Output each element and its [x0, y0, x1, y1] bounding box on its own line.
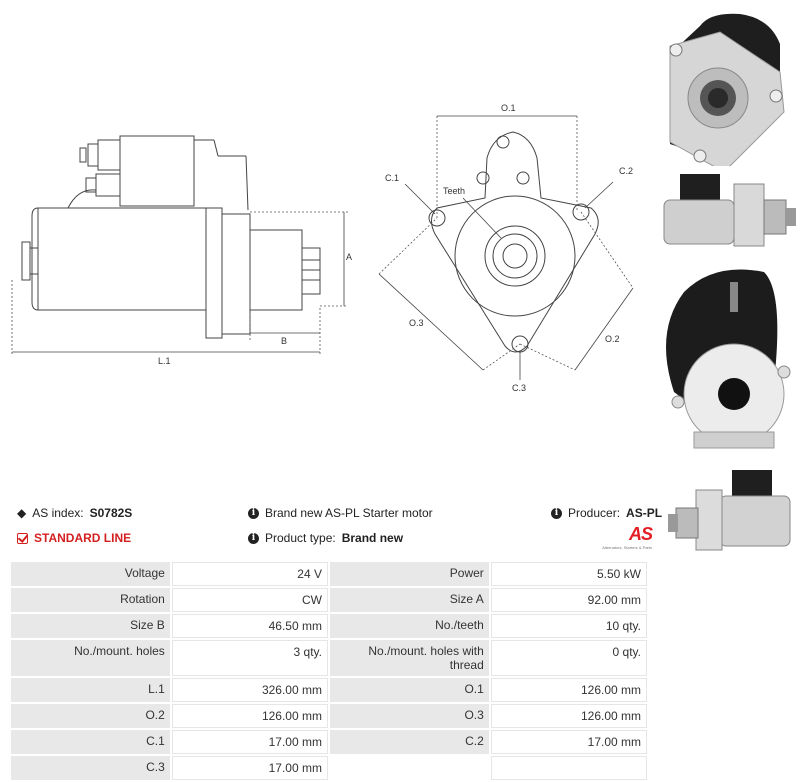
spec-value: 126.00 mm	[490, 678, 647, 702]
logo-tagline: Alternators, Starters & Parts	[602, 545, 652, 550]
label-l1: L.1	[158, 356, 171, 366]
spec-label: O.3	[329, 704, 489, 728]
producer: i Producer: AS-PL	[551, 506, 662, 520]
spec-label: L.1	[11, 678, 170, 702]
product-type-value: Brand new	[341, 531, 404, 545]
front-view-drawing: O.1 C.1 C.2 Teeth O.3 O.2 C.3	[378, 103, 634, 393]
side-view-drawing: A B L.1	[11, 135, 352, 366]
spec-label: O.1	[329, 678, 489, 702]
spec-value: 17.00 mm	[490, 730, 647, 754]
spec-value: CW	[171, 588, 328, 612]
label-c2: C.2	[619, 166, 633, 176]
spec-label: O.2	[11, 704, 170, 728]
spec-label: C.2	[329, 730, 489, 754]
product-photo-front	[669, 13, 785, 166]
spec-value: 17.00 mm	[171, 730, 328, 754]
producer-logo: AS Alternators, Starters & Parts	[590, 524, 653, 550]
spec-label: No./mount. holes with thread	[329, 640, 489, 676]
spec-value: 5.50 kW	[490, 562, 647, 586]
description: i Brand new AS-PL Starter motor	[248, 506, 433, 520]
spec-label: Size A	[329, 588, 489, 612]
label-c3: C.3	[512, 383, 526, 393]
label-o1: O.1	[501, 103, 516, 113]
spec-label: No./mount. holes	[11, 640, 170, 676]
spec-label: Size B	[11, 614, 170, 638]
label-c1: C.1	[385, 173, 399, 183]
checkbox-icon	[17, 532, 28, 544]
standard-line-badge: STANDARD LINE	[17, 531, 131, 545]
label-o3: O.3	[409, 318, 424, 328]
product-type: i Product type: Brand new	[248, 531, 403, 545]
producer-value: AS-PL	[626, 506, 663, 520]
spec-value: 126.00 mm	[171, 704, 328, 728]
spec-value: 326.00 mm	[171, 678, 328, 702]
spec-value: 3 qty.	[171, 640, 328, 676]
label-a: A	[346, 252, 352, 262]
spec-value: 126.00 mm	[490, 704, 647, 728]
spec-value	[490, 756, 647, 780]
producer-label: Producer:	[568, 506, 621, 520]
logo-text: AS	[628, 524, 653, 544]
spec-label: Rotation	[11, 588, 170, 612]
product-photo-side	[663, 174, 796, 247]
label-b: B	[281, 336, 287, 346]
as-index-label: AS index:	[32, 506, 84, 520]
spec-value: 24 V	[171, 562, 328, 586]
product-type-label: Product type:	[265, 531, 336, 545]
spec-label: C.1	[11, 730, 170, 754]
spec-label: No./teeth	[329, 614, 489, 638]
info-icon: i	[248, 507, 259, 519]
spec-value: 17.00 mm	[171, 756, 328, 780]
spec-label: Power	[329, 562, 489, 586]
info-icon: i	[248, 532, 259, 544]
spec-label: C.3	[11, 756, 170, 780]
as-index: ◆ AS index: S0782S	[17, 506, 132, 520]
spec-value: 10 qty.	[490, 614, 647, 638]
standard-line-text: STANDARD LINE	[34, 531, 132, 545]
info-icon: i	[551, 507, 562, 519]
spec-value: 46.50 mm	[171, 614, 328, 638]
tag-icon: ◆	[17, 506, 27, 520]
label-o2: O.2	[605, 334, 620, 344]
spec-label	[329, 756, 489, 780]
description-text: Brand new AS-PL Starter motor	[265, 506, 433, 520]
spec-value: 0 qty.	[490, 640, 647, 676]
spec-value: 92.00 mm	[490, 588, 647, 612]
as-index-value: S0782S	[89, 506, 133, 520]
product-photo-side-2	[668, 470, 791, 551]
label-teeth: Teeth	[443, 186, 465, 196]
spec-label: Voltage	[11, 562, 170, 586]
product-photo-rear	[666, 269, 791, 449]
